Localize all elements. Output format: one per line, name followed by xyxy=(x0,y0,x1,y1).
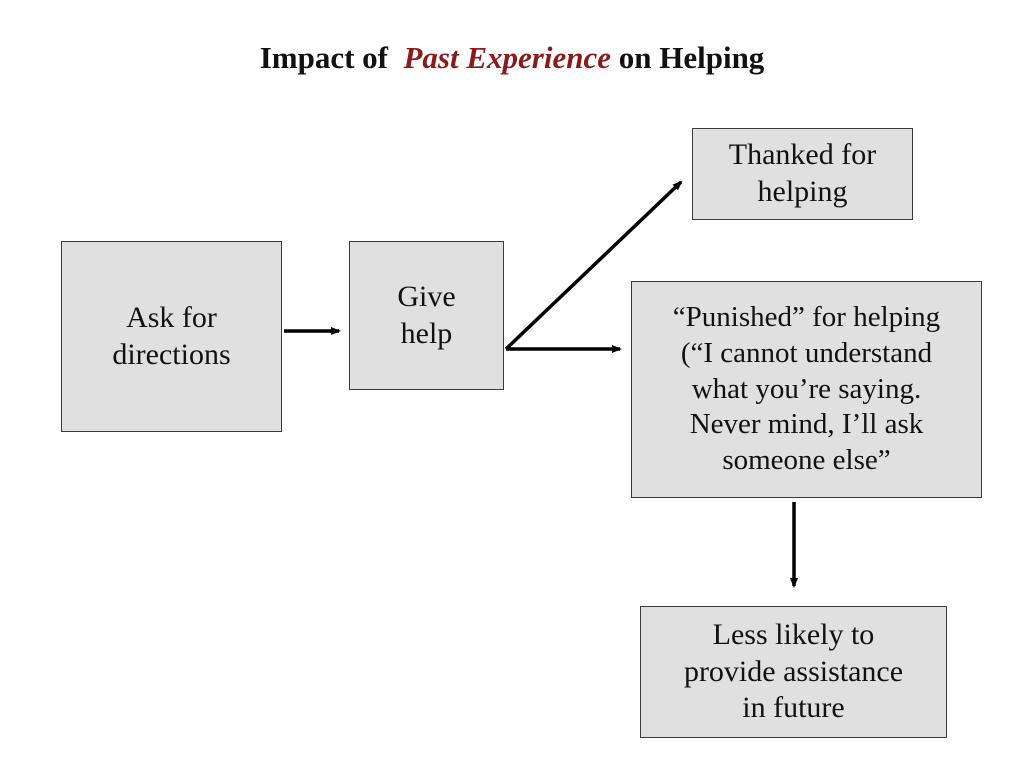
thanked-for-helping-box: Thanked for helping xyxy=(692,128,913,220)
give-help-box: Give help xyxy=(349,241,504,390)
title-suffix: on Helping xyxy=(610,40,765,75)
less-likely-box: Less likely to provide assistance in fut… xyxy=(640,606,947,738)
slide-title: Impact of Past Experience on Helping xyxy=(0,40,1024,76)
title-prefix: Impact of xyxy=(259,40,404,75)
punished-for-helping-box: “Punished” for helping (“I cannot unders… xyxy=(631,281,982,498)
title-emphasis: Past Experience xyxy=(403,40,611,75)
ask-for-directions-box: Ask for directions xyxy=(61,241,282,432)
